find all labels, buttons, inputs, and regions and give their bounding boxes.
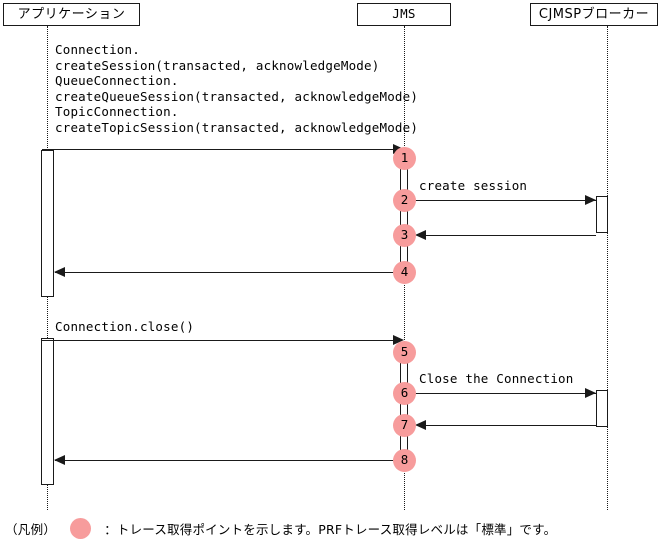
arrowhead-left-icon (415, 230, 426, 240)
participant-label-application: アプリケーション (17, 7, 126, 22)
message-label-create-session-call: Connection. createSession(transacted, ac… (55, 42, 419, 135)
trace-point-8: 8 (393, 449, 416, 472)
legend-trace-point-swatch-icon (70, 517, 92, 539)
message-arrow-broker-to-jms-close-return (418, 425, 596, 426)
arrowhead-right-icon (585, 195, 596, 205)
trace-point-7: 7 (393, 414, 416, 437)
trace-point-number: 5 (400, 344, 409, 360)
arrowhead-right-icon (585, 388, 596, 398)
participant-box-jms: JMS (357, 3, 451, 26)
trace-point-1: 1 (393, 147, 416, 170)
participant-box-broker: CJMSPブローカー (530, 3, 658, 26)
message-label-close-connection-call: Connection.close() (55, 319, 195, 334)
activation-bar-broker-2 (596, 390, 608, 427)
message-label-close-the-connection: Close the Connection (419, 371, 574, 386)
trace-point-number: 4 (400, 264, 409, 280)
trace-point-3: 3 (393, 224, 416, 247)
trace-point-5: 5 (393, 341, 416, 364)
arrowhead-left-icon (54, 455, 65, 465)
message-arrow-jms-to-broker-close (408, 393, 596, 394)
message-arrow-broker-to-jms-create-return (418, 235, 596, 236)
activation-bar-application-2 (41, 338, 54, 485)
trace-point-4: 4 (393, 261, 416, 284)
message-label-create-session: create session (419, 178, 528, 193)
lifeline-broker (607, 26, 608, 510)
legend-prefix-label: （凡例） (5, 521, 57, 537)
arrowhead-left-icon (54, 267, 65, 277)
trace-point-number: 3 (400, 227, 409, 243)
participant-label-jms: JMS (392, 6, 416, 22)
trace-point-number: 6 (400, 385, 409, 401)
message-arrow-jms-to-broker-create (408, 200, 596, 201)
legend: （凡例） ：トレース取得ポイントを示します。PRFトレース取得レベルは「標準」で… (5, 516, 556, 540)
arrowhead-right-icon (393, 335, 404, 345)
legend-description: ：トレース取得ポイントを示します。PRFトレース取得レベルは「標準」です。 (104, 521, 557, 537)
message-arrow-app-to-jms-close (42, 340, 393, 341)
participant-label-broker: CJMSPブローカー (538, 7, 650, 22)
trace-point-number: 7 (400, 417, 409, 433)
activation-bar-broker-1 (596, 196, 608, 233)
participant-box-application: アプリケーション (3, 3, 140, 26)
trace-point-number: 1 (400, 150, 409, 166)
activation-bar-application-1 (41, 150, 54, 297)
message-arrow-jms-to-app-close-return (55, 460, 400, 461)
trace-point-6: 6 (393, 382, 416, 405)
trace-point-number: 8 (400, 452, 409, 468)
message-arrow-app-to-jms-create (42, 149, 393, 150)
message-arrow-jms-to-app-create-return (55, 272, 400, 273)
trace-point-2: 2 (393, 189, 416, 212)
arrowhead-left-icon (415, 420, 426, 430)
trace-point-number: 2 (400, 192, 409, 208)
